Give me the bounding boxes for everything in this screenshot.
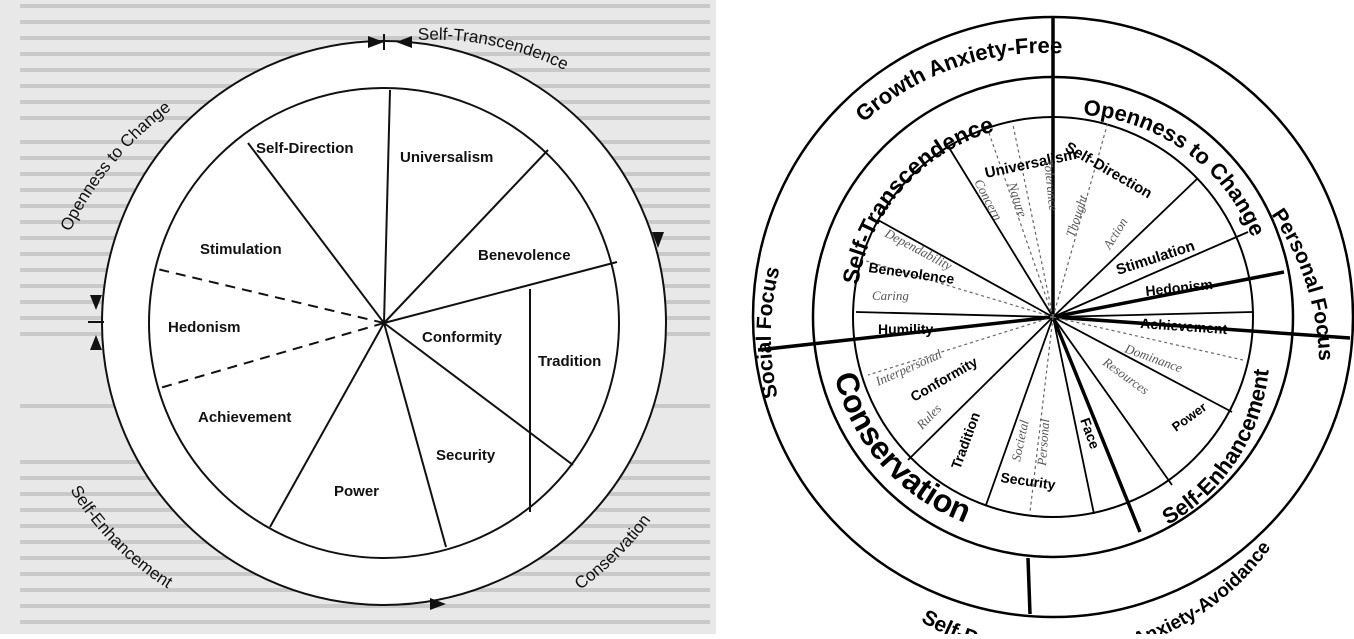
tolerance-label: Tolerance <box>1041 159 1061 212</box>
schwartz-circle-diagram: Openness to Change Self-Transcendence Co… <box>57 25 667 610</box>
self-enhancement-label: Self-Enhancement <box>67 482 176 592</box>
self-direction-label: Self-Direction <box>256 140 354 157</box>
major-dividers <box>757 17 1351 615</box>
conformity-label: Conformity <box>422 329 503 346</box>
benevolence-label: Benevolence <box>478 247 571 264</box>
subtype-dividers <box>862 121 1244 513</box>
value-dividers <box>855 145 1253 515</box>
universalism-label: Universalism <box>400 149 493 166</box>
segment-lines <box>247 89 618 548</box>
caring-label: Caring <box>872 288 909 303</box>
security-label: Security <box>436 447 496 464</box>
right-panel: Growth Anxiety-Free Self-Protection Anxi… <box>728 0 1354 639</box>
achievement-label: Achievement <box>198 409 291 426</box>
power-label: Power <box>334 483 379 500</box>
achievement-label: Achievement <box>1140 315 1228 337</box>
stimulation-label: Stimulation <box>200 241 282 258</box>
left-panel: Openness to Change Self-Transcendence Co… <box>0 0 716 634</box>
security-label: Security <box>1000 469 1057 493</box>
hedonism-label: Hedonism <box>1145 276 1214 299</box>
tradition-label: Tradition <box>538 353 601 370</box>
dashed-segment-lines <box>152 267 385 389</box>
outer-circle-arrows <box>88 34 664 610</box>
refined-values-circle-diagram: Growth Anxiety-Free Self-Protection Anxi… <box>751 15 1354 639</box>
hedonism-label: Hedonism <box>168 319 241 336</box>
personal-label: Personal <box>1034 418 1052 467</box>
humility-label: Humility <box>878 321 933 337</box>
